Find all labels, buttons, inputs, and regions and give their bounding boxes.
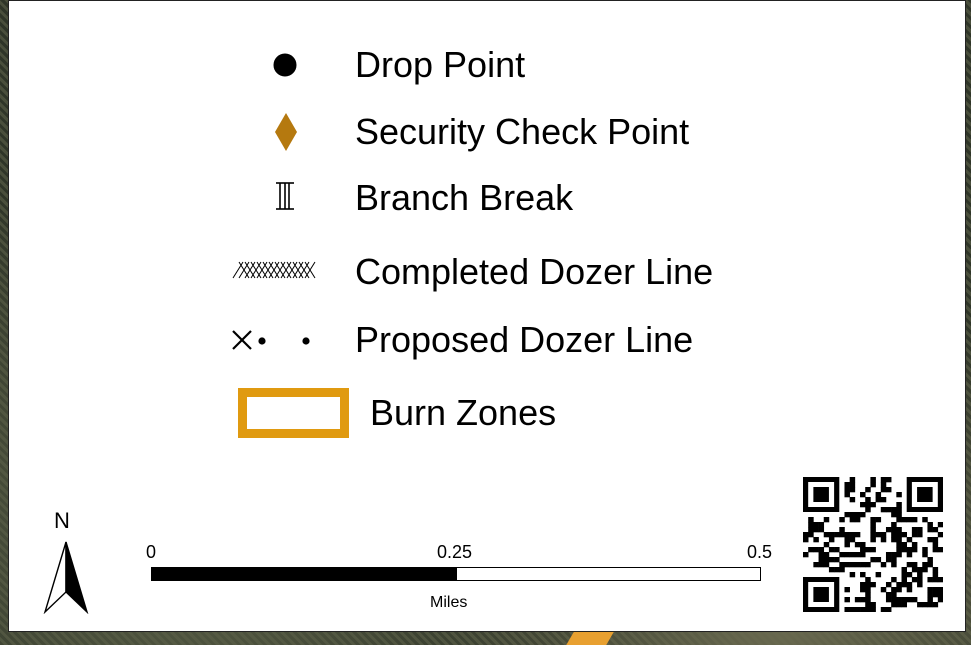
crosshatch-line-icon (229, 258, 319, 282)
north-arrow-icon (41, 539, 91, 615)
scale-unit-label: Miles (430, 594, 468, 611)
scale-bar-filled-segment (152, 568, 457, 580)
burn-zone-rectangle-icon (238, 388, 349, 438)
north-arrow-label: N (54, 508, 70, 533)
diamond-icon (271, 111, 301, 153)
x-dot-line-icon (227, 322, 327, 358)
legend-label-proposed-dozer-line: Proposed Dozer Line (355, 319, 694, 360)
legend-label-completed-dozer-line: Completed Dozer Line (355, 251, 714, 292)
legend-panel: Drop Point Security Check Point Branch B… (8, 0, 966, 632)
filled-circle-icon (265, 50, 305, 80)
map-feature-fragment (566, 632, 614, 645)
scale-bar (151, 567, 761, 581)
qr-code-icon (803, 477, 944, 613)
scale-tick-0: 0 (146, 542, 157, 562)
legend-label-burn-zones: Burn Zones (370, 392, 557, 433)
legend-label-branch-break: Branch Break (355, 177, 574, 218)
scale-tick-0-25: 0.25 (437, 542, 473, 562)
branch-break-icon (265, 178, 305, 214)
scale-tick-0-5: 0.5 (747, 542, 773, 562)
legend-label-drop-point: Drop Point (355, 44, 526, 85)
legend-label-security-check-point: Security Check Point (355, 111, 690, 152)
